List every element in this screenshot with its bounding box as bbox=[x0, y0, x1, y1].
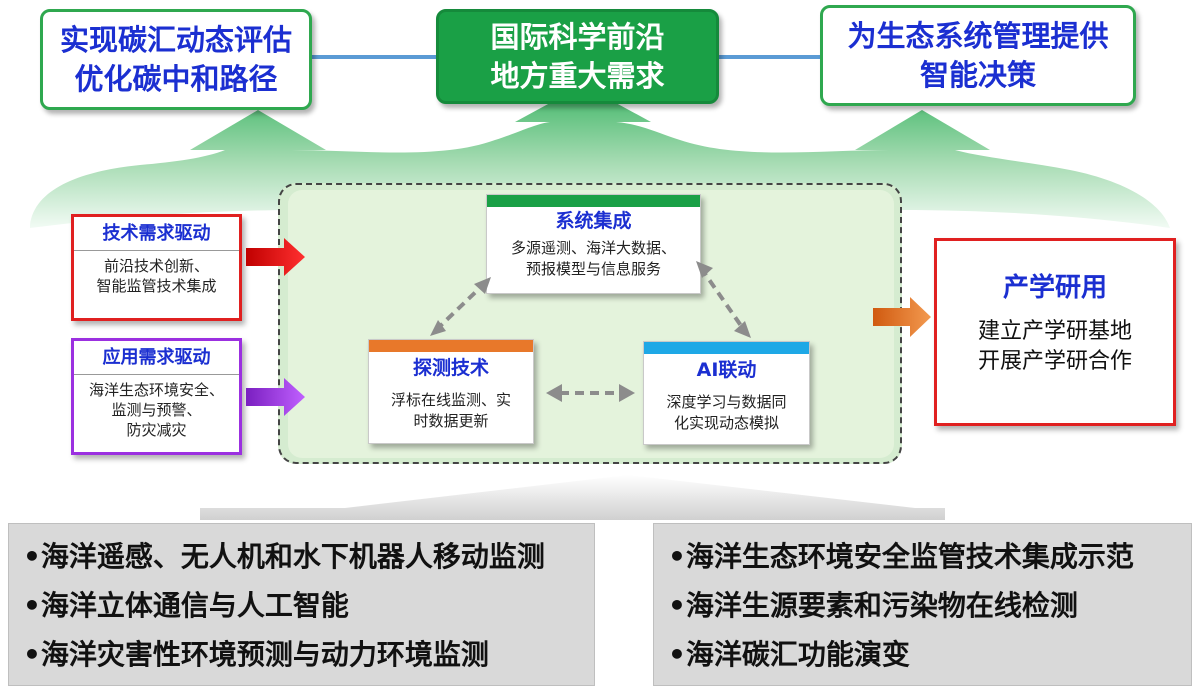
module-system-integration-line2: 预报模型与信息服务 bbox=[525, 260, 661, 278]
driver-technology-title: 技术需求驱动 bbox=[74, 217, 239, 251]
capability-right-item: •海洋生源要素和污染物在线检测 bbox=[668, 589, 1078, 622]
goal-right-line1: 为生态系统管理提供 bbox=[847, 18, 1109, 53]
module-system-integration-bar bbox=[487, 195, 700, 207]
capability-right-item: •海洋碳汇功能演变 bbox=[668, 638, 910, 671]
goal-carbon-assessment: 实现碳汇动态评估 优化碳中和路径 bbox=[40, 9, 312, 110]
driver-application-line2: 监测与预警、 bbox=[111, 401, 202, 419]
module-system-integration: 系统集成 多源遥测、海洋大数据、 预报模型与信息服务 bbox=[486, 194, 701, 294]
module-ai-linkage: AI联动 深度学习与数据同 化实现动态模拟 bbox=[643, 341, 810, 445]
module-ai-line2: 化实现动态模拟 bbox=[673, 414, 779, 432]
capabilities-right-panel: •海洋生态环境安全监管技术集成示范 •海洋生源要素和污染物在线检测 •海洋碳汇功… bbox=[653, 523, 1192, 686]
industry-title: 产学研用 bbox=[1002, 273, 1107, 303]
capability-left-item: •海洋立体通信与人工智能 bbox=[23, 589, 349, 622]
driver-technology-line1: 前沿技术创新、 bbox=[103, 257, 209, 275]
goal-right-line2: 智能决策 bbox=[919, 57, 1036, 92]
module-detection-line2: 时数据更新 bbox=[413, 412, 489, 430]
goal-left-line1: 实现碳汇动态评估 bbox=[59, 22, 292, 57]
goal-ecosystem-decision: 为生态系统管理提供 智能决策 bbox=[820, 5, 1136, 106]
module-system-integration-title: 系统集成 bbox=[555, 210, 632, 232]
driver-application: 应用需求驱动 海洋生态环境安全、 监测与预警、 防灾减灾 bbox=[71, 338, 242, 455]
industry-academia-box: 产学研用 建立产学研基地 开展产学研合作 bbox=[934, 238, 1176, 426]
driver-application-title: 应用需求驱动 bbox=[74, 341, 239, 375]
module-ai-bar bbox=[644, 342, 809, 354]
module-detection-technology: 探测技术 浮标在线监测、实 时数据更新 bbox=[368, 339, 534, 444]
module-system-integration-line1: 多源遥测、海洋大数据、 bbox=[510, 239, 676, 257]
goal-left-line2: 优化碳中和路径 bbox=[74, 61, 278, 96]
goal-science-frontier: 国际科学前沿 地方重大需求 bbox=[436, 9, 719, 104]
industry-line1: 建立产学研基地 bbox=[977, 319, 1132, 344]
driver-application-line3: 防灾减灾 bbox=[126, 421, 187, 439]
capability-left-item: •海洋灾害性环境预测与动力环境监测 bbox=[23, 638, 489, 671]
capabilities-left-panel: •海洋遥感、无人机和水下机器人移动监测 •海洋立体通信与人工智能 •海洋灾害性环… bbox=[8, 523, 595, 686]
module-detection-line1: 浮标在线监测、实 bbox=[390, 391, 511, 409]
big-upward-arrow bbox=[200, 475, 945, 520]
goal-center-line2: 地方重大需求 bbox=[490, 58, 665, 93]
module-ai-line1: 深度学习与数据同 bbox=[666, 393, 787, 411]
capability-left-item: •海洋遥感、无人机和水下机器人移动监测 bbox=[23, 540, 545, 573]
driver-application-line1: 海洋生态环境安全、 bbox=[88, 381, 224, 399]
module-ai-title: AI联动 bbox=[696, 359, 757, 381]
module-detection-title: 探测技术 bbox=[412, 357, 489, 379]
driver-technology-line2: 智能监管技术集成 bbox=[96, 277, 217, 295]
goal-center-line1: 国际科学前沿 bbox=[490, 19, 665, 54]
driver-technology: 技术需求驱动 前沿技术创新、 智能监管技术集成 bbox=[71, 214, 242, 321]
industry-line2: 开展产学研合作 bbox=[977, 349, 1132, 374]
module-detection-bar bbox=[369, 340, 533, 352]
capability-right-item: •海洋生态环境安全监管技术集成示范 bbox=[668, 540, 1134, 573]
